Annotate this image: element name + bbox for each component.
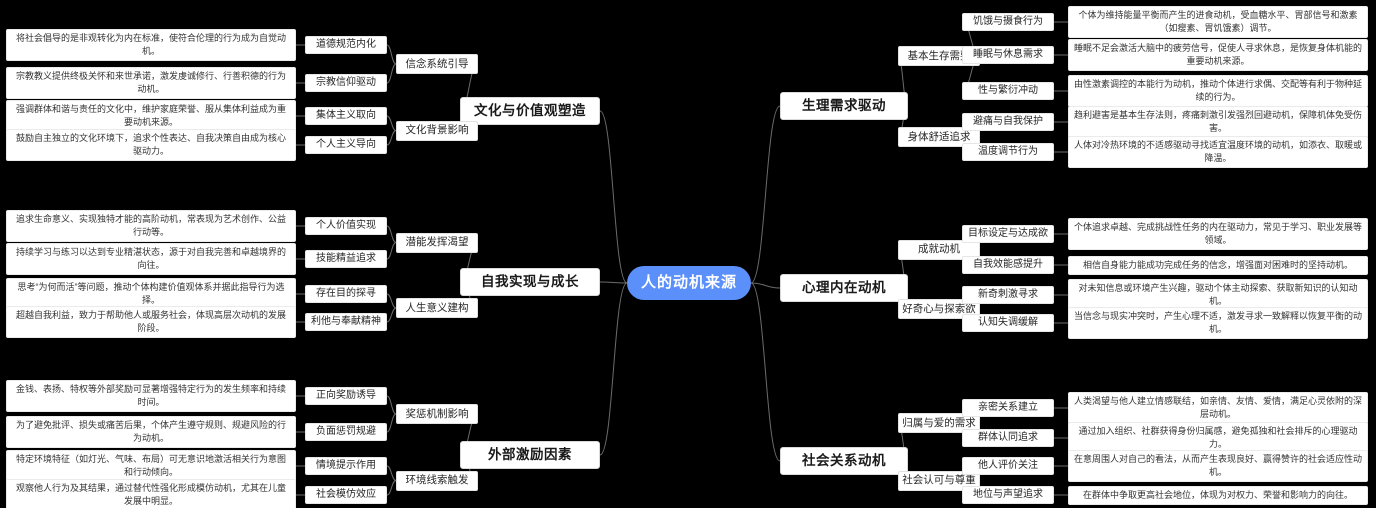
branch-node-external[interactable]: 外部激励因素 [460,441,600,469]
leaf-node-physio-0-2[interactable]: 性与繁衍冲动 [962,82,1054,100]
leaf-node-social-1-0[interactable]: 他人评价关注 [962,457,1054,475]
branch-node-social[interactable]: 社会关系动机 [780,447,908,475]
detail-node-physio-1-0: 趋利避害是基本生存法则，疼痛刺激引发强烈回避动机，保障机体免受伤害。 [1068,106,1368,139]
leaf-node-selfgrowth-1-1[interactable]: 利他与奉献精神 [305,313,387,331]
sub-node-physio-0[interactable]: 基本生存需要 [898,46,980,66]
detail-node-physio-0-1: 睡眠不足会激活大脑中的疲劳信号，促使人寻求休息，是恢复身体机能的重要动机来源。 [1068,39,1368,72]
branch-node-culture[interactable]: 文化与价值观塑造 [460,97,600,125]
leaf-node-external-1-0[interactable]: 情境提示作用 [305,457,387,475]
leaf-node-psych-0-1[interactable]: 自我效能感提升 [962,256,1054,274]
leaf-node-external-1-1[interactable]: 社会模仿效应 [305,486,387,504]
detail-node-external-0-1: 为了避免批评、损失或痛苦后果，个体产生遵守规则、规避风险的行为动机。 [6,416,296,449]
sub-node-selfgrowth-0[interactable]: 潜能发挥渴望 [396,232,478,253]
detail-node-social-1-0: 在意周围人对自己的看法，从而产生表现良好、赢得赞许的社会适应性动机。 [1068,450,1368,483]
leaf-node-culture-1-1[interactable]: 个人主义导向 [305,136,387,154]
root-node[interactable]: 人的动机来源 [627,266,751,300]
leaf-node-culture-0-0[interactable]: 道德规范内化 [305,36,387,54]
sub-node-external-0[interactable]: 奖惩机制影响 [396,404,478,424]
detail-node-social-0-1: 通过加入组织、社群获得身份归属感，避免孤独和社会排斥的心理驱动力。 [1068,422,1368,455]
detail-node-culture-1-0: 强调群体和谐与责任的文化中，维护家庭荣誉、服从集体利益成为重要动机来源。 [6,100,296,133]
detail-node-psych-0-0: 个体追求卓越、完成挑战性任务的内在驱动力，常见于学习、职业发展等领域。 [1068,218,1368,251]
detail-node-selfgrowth-1-0: 思考“为何而活”等问题，推动个体构建价值观体系并据此指导行为选择。 [6,278,296,311]
detail-node-external-1-1: 观察他人行为及其结果，通过替代性强化形成模仿动机，尤其在儿童发展中明显。 [6,479,296,508]
detail-node-social-0-0: 人类渴望与他人建立情感联结，如亲情、友情、爱情，满足心灵依附的深层动机。 [1068,392,1368,425]
leaf-node-culture-0-1[interactable]: 宗教信仰驱动 [305,74,387,92]
detail-node-selfgrowth-1-1: 超越自我利益，致力于帮助他人或服务社会，体现高层次动机的发展阶段。 [6,306,296,339]
leaf-node-physio-0-1[interactable]: 睡眠与休息需求 [962,46,1054,64]
detail-node-social-1-1: 在群体中争取更高社会地位，体现为对权力、荣誉和影响力的向往。 [1068,485,1368,505]
detail-node-external-0-0: 金钱、表扬、特权等外部奖励可显著增强特定行为的发生频率和持续时间。 [6,380,296,413]
leaf-node-social-0-1[interactable]: 群体认同追求 [962,429,1054,447]
sub-node-psych-1[interactable]: 好奇心与探索欲 [898,299,980,319]
branch-node-selfgrowth[interactable]: 自我实现与成长 [460,268,600,296]
leaf-node-external-0-1[interactable]: 负面惩罚规避 [305,423,387,441]
leaf-node-physio-1-0[interactable]: 避痛与自我保护 [962,113,1054,131]
leaf-node-selfgrowth-0-0[interactable]: 个人价值实现 [305,217,387,235]
sub-node-psych-0[interactable]: 成就动机 [898,239,980,260]
detail-node-physio-0-2: 由性激素调控的本能行为动机，推动个体进行求偶、交配等有利于物种延续的行为。 [1068,75,1368,108]
leaf-node-social-0-0[interactable]: 亲密关系建立 [962,399,1054,417]
detail-node-physio-1-1: 人体对冷热环境的不适感驱动寻找适宜温度环境的动机，如添衣、取暖或降温。 [1068,136,1368,169]
leaf-node-psych-1-0[interactable]: 新奇刺激寻求 [962,286,1054,304]
leaf-node-selfgrowth-0-1[interactable]: 技能精益追求 [305,250,387,268]
sub-node-culture-1[interactable]: 文化背景影响 [396,120,478,141]
branch-node-psych[interactable]: 心理内在动机 [780,274,908,302]
detail-node-psych-0-1: 相信自身能力能成功完成任务的信念，增强面对困难时的坚持动机。 [1068,255,1368,275]
leaf-node-physio-1-1[interactable]: 温度调节行为 [962,143,1054,161]
leaf-node-external-0-0[interactable]: 正向奖励诱导 [305,387,387,405]
leaf-node-psych-1-1[interactable]: 认知失调缓解 [962,314,1054,332]
leaf-node-selfgrowth-1-0[interactable]: 存在目的探寻 [305,285,387,303]
detail-node-culture-0-0: 将社会倡导的是非观转化为内在标准，使符合伦理的行为成为自觉动机。 [6,29,296,62]
detail-node-selfgrowth-0-1: 持续学习与练习以达到专业精湛状态，源于对自我完善和卓越境界的向往。 [6,243,296,276]
leaf-node-physio-0-0[interactable]: 饥饿与摄食行为 [962,13,1054,31]
sub-node-external-1[interactable]: 环境线索触发 [396,470,478,491]
branch-node-physio[interactable]: 生理需求驱动 [780,92,908,120]
detail-node-selfgrowth-0-0: 追求生命意义、实现独特才能的高阶动机，常表现为艺术创作、公益行动等。 [6,210,296,243]
leaf-node-culture-1-0[interactable]: 集体主义取向 [305,107,387,125]
detail-node-culture-0-1: 宗教教义提供终极关怀和来世承诺，激发虔诚修行、行善积德的行为动机。 [6,67,296,100]
detail-node-physio-0-0: 个体为维持能量平衡而产生的进食动机，受血糖水平、胃部信号和激素（如瘦素、胃饥饿素… [1068,6,1368,39]
sub-node-selfgrowth-1[interactable]: 人生意义建构 [396,298,478,318]
detail-node-external-1-0: 特定环境特征（如灯光、气味、布局）可无意识地激活相关行为意图和行动倾向。 [6,450,296,483]
detail-node-psych-1-1: 当信念与现实冲突时，产生心理不适，激发寻求一致解释以恢复平衡的动机。 [1068,307,1368,340]
sub-node-culture-0[interactable]: 信念系统引导 [396,54,478,74]
leaf-node-social-1-1[interactable]: 地位与声望追求 [962,486,1054,504]
leaf-node-psych-0-0[interactable]: 目标设定与达成欲 [962,225,1054,243]
detail-node-culture-1-1: 鼓励自主独立的文化环境下，追求个性表达、自我决策自由成为核心驱动力。 [6,129,296,162]
